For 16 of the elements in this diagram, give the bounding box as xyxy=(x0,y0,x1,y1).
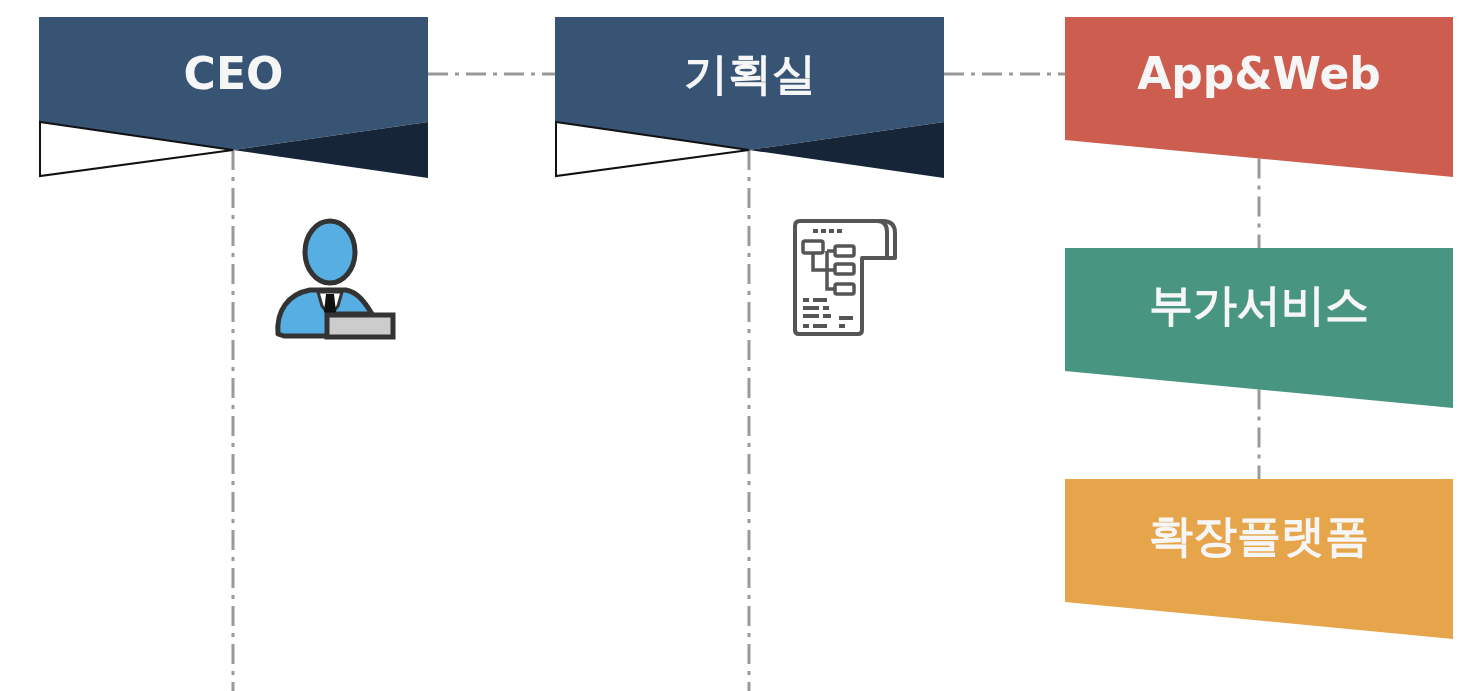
banner-box xyxy=(555,17,944,178)
connector-line xyxy=(231,150,235,691)
section-box xyxy=(1065,17,1453,177)
connector-line xyxy=(1257,158,1261,248)
connector-line xyxy=(1257,389,1261,479)
node-title: 확장플랫폼 xyxy=(1148,509,1370,563)
node-title: 부가서비스 xyxy=(1148,278,1370,332)
section-box xyxy=(1065,479,1453,639)
node-title: CEO xyxy=(182,47,285,101)
connector-line xyxy=(428,72,555,76)
banner-box xyxy=(39,17,428,178)
section-box xyxy=(1065,248,1453,408)
connector-line xyxy=(747,150,751,691)
node-title: App&Web xyxy=(1136,47,1382,101)
connector-line xyxy=(944,72,1065,76)
node-title: 기획실 xyxy=(682,47,817,101)
